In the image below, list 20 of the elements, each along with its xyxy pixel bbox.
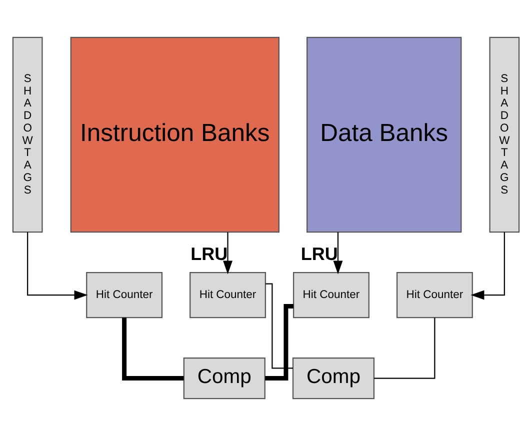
arrow (223, 232, 232, 274)
node-box: Data Banks (306, 36, 462, 232)
connector (374, 317, 436, 378)
edge-label: LRU (300, 243, 338, 264)
arrow (333, 232, 343, 274)
arrow (470, 232, 505, 300)
node-box: S H A D O W T A G S (12, 36, 43, 232)
arrow (27, 232, 88, 300)
edge-label: LRU (190, 243, 228, 264)
connector (266, 282, 293, 368)
connector (265, 304, 294, 380)
node-box: Comp (292, 356, 375, 399)
node-box: Instruction Banks (70, 36, 280, 232)
connector (122, 317, 184, 380)
node-box: Comp (183, 356, 266, 399)
node-box: Hit Counter (293, 271, 370, 318)
node-box: Hit Counter (190, 271, 266, 318)
node-box: Hit Counter (396, 271, 473, 318)
node-box: Hit Counter (86, 271, 163, 318)
node-box: S H A D O W T A G S (489, 36, 520, 232)
